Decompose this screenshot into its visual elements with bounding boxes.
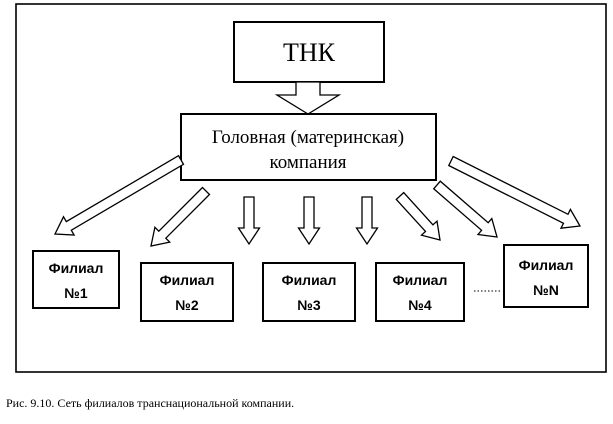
- branch-2-line1: Филиал: [160, 272, 215, 288]
- branch-3-line2: №3: [297, 297, 321, 313]
- branch-n-line1: Филиал: [519, 257, 574, 273]
- arrow-to-branch-2: [150, 186, 211, 247]
- branch-1: Филиал №1: [32, 250, 120, 309]
- arrow-to-branch-3b: [297, 196, 321, 246]
- branch-3: Филиал №3: [262, 262, 356, 322]
- head-office-line1: Головная (материнская): [212, 127, 404, 148]
- branch-4: Филиал №4: [375, 262, 465, 322]
- arrow-to-branch-4: [395, 191, 441, 241]
- arrow-to-branch-1: [53, 154, 185, 236]
- branch-n: Филиал №N: [503, 244, 589, 308]
- arrow-to-branch-3c: [355, 196, 379, 246]
- branch-box-2: [140, 262, 234, 322]
- arrow-to-branch-n-a: [432, 180, 498, 238]
- head-office-node: Головная (материнская) компания: [180, 113, 437, 181]
- branch-1-line2: №1: [64, 285, 88, 301]
- figure-caption: Рис. 9.10. Сеть филиалов транснациональн…: [6, 396, 295, 410]
- arrow-to-branch-n-b: [447, 155, 582, 229]
- outer-frame: [15, 3, 607, 373]
- head-office-box: [180, 113, 437, 181]
- branch-3-line1: Филиал: [282, 272, 337, 288]
- arrow-to-branch-3a: [237, 196, 261, 246]
- root-node: ТНК: [233, 21, 385, 83]
- branch-box-4: [375, 262, 465, 322]
- branch-2: Филиал №2: [140, 262, 234, 322]
- branch-box-n: [503, 244, 589, 308]
- branch-4-line1: Филиал: [393, 272, 448, 288]
- arrow-down-root: [274, 81, 342, 115]
- branch-box-3: [262, 262, 356, 322]
- branch-1-line1: Филиал: [49, 260, 104, 276]
- branch-n-line2: №N: [533, 282, 559, 298]
- branch-arrows: [53, 154, 582, 247]
- head-office-line2: компания: [269, 152, 346, 173]
- branch-2-line2: №2: [175, 297, 199, 313]
- root-label: ТНК: [283, 38, 336, 67]
- branch-4-line2: №4: [408, 297, 432, 313]
- branch-box-1: [32, 250, 120, 309]
